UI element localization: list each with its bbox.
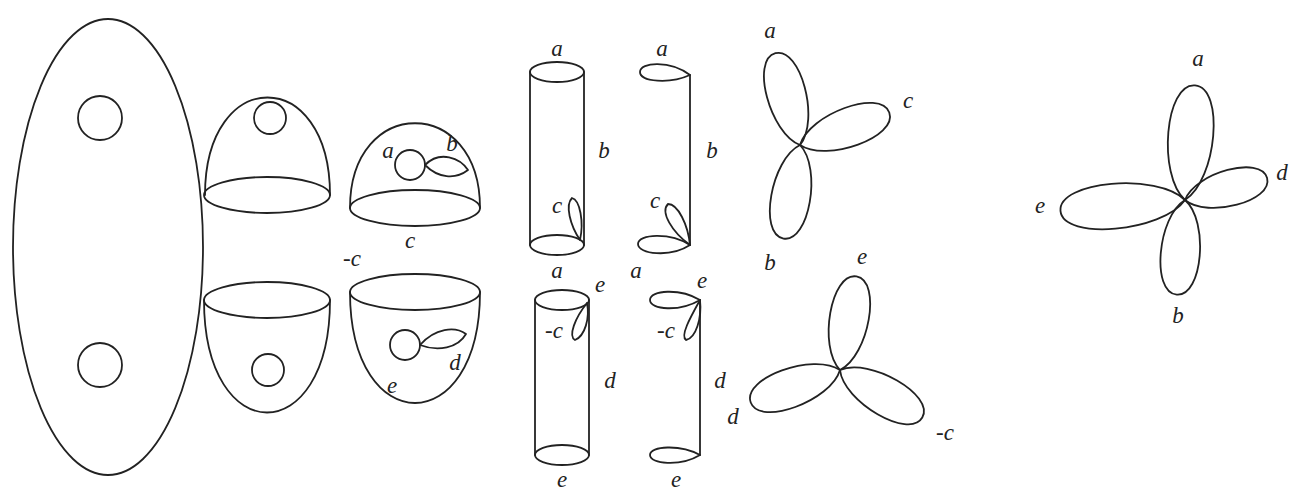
- edge-label: c: [552, 194, 562, 217]
- edge-label: e: [595, 273, 605, 296]
- cut-circle: [204, 282, 330, 318]
- edge-line: [699, 300, 701, 455]
- dome-outline: [205, 98, 330, 196]
- edge-label: c: [405, 229, 415, 252]
- edge-label: a: [382, 139, 394, 162]
- cut-circle: [204, 177, 330, 213]
- cylinder-end: [530, 62, 584, 82]
- edge-label: d: [714, 369, 726, 392]
- edge-label: d: [449, 351, 461, 374]
- edge-label: a: [551, 259, 563, 282]
- petal-loop: [764, 142, 819, 242]
- edge-label: b: [764, 251, 776, 274]
- edge-label: c: [903, 89, 913, 112]
- petal-loop: [1157, 198, 1204, 296]
- surface-outline: [13, 19, 203, 475]
- petal-loop: [757, 48, 819, 150]
- edge-label: b: [706, 139, 718, 162]
- edge-line: [689, 75, 691, 245]
- bowl-outline: [204, 300, 330, 413]
- surface-hole: [395, 150, 425, 180]
- petal-loop: [744, 352, 847, 421]
- cut-circle: [350, 274, 480, 310]
- cut-loop: [420, 329, 466, 348]
- edge-label: d: [604, 369, 616, 392]
- edge-label: a: [630, 259, 642, 282]
- surface-hole: [78, 96, 122, 140]
- petal-loop: [821, 273, 876, 373]
- surface-hole: [78, 343, 122, 387]
- edge-label: e: [1035, 194, 1045, 217]
- edge-label: e: [671, 467, 681, 490]
- edge-label: d: [1276, 161, 1288, 184]
- cut-loop: [569, 198, 582, 240]
- loop: [650, 447, 700, 462]
- edge-label: e: [387, 374, 397, 397]
- surface-hole: [252, 354, 284, 386]
- bowl-outline: [350, 292, 480, 403]
- petal-loop: [830, 353, 932, 434]
- petal-loop: [1163, 83, 1218, 201]
- cylinder-side: [534, 300, 536, 455]
- surface-hole: [390, 330, 420, 360]
- edge-label: b: [446, 132, 458, 155]
- edge-label: a: [764, 19, 776, 42]
- cut-loop: [572, 303, 588, 340]
- edge-label: b: [598, 139, 610, 162]
- cut-loop: [425, 157, 468, 177]
- edge-label: -c: [343, 247, 361, 270]
- loop: [650, 292, 700, 309]
- edge-label: a: [1192, 47, 1204, 70]
- cut-loop: [684, 300, 700, 340]
- cylinder-side: [529, 72, 531, 245]
- petal-loop: [793, 94, 896, 163]
- edge-label: d: [727, 405, 739, 428]
- edge-label: -c: [936, 421, 954, 444]
- edge-label: a: [551, 37, 563, 60]
- cylinder-side: [583, 72, 585, 245]
- edge-label: b: [1172, 304, 1184, 327]
- cylinder-end: [530, 235, 584, 255]
- edge-label: c: [650, 189, 660, 212]
- edge-label: -c: [545, 319, 563, 342]
- edge-label: a: [656, 37, 668, 60]
- edge-label: e: [857, 245, 867, 268]
- cut-loop: [665, 204, 690, 245]
- edge-label: -c: [657, 319, 675, 342]
- cylinder-end: [535, 445, 589, 465]
- edge-label: e: [557, 467, 567, 490]
- petal-loop: [1180, 161, 1271, 218]
- loop: [640, 64, 690, 81]
- cylinder-end: [535, 290, 589, 310]
- edge-label: e: [697, 269, 707, 292]
- cut-circle: [350, 190, 480, 226]
- cylinder-side: [588, 300, 590, 455]
- surface-hole: [254, 102, 286, 134]
